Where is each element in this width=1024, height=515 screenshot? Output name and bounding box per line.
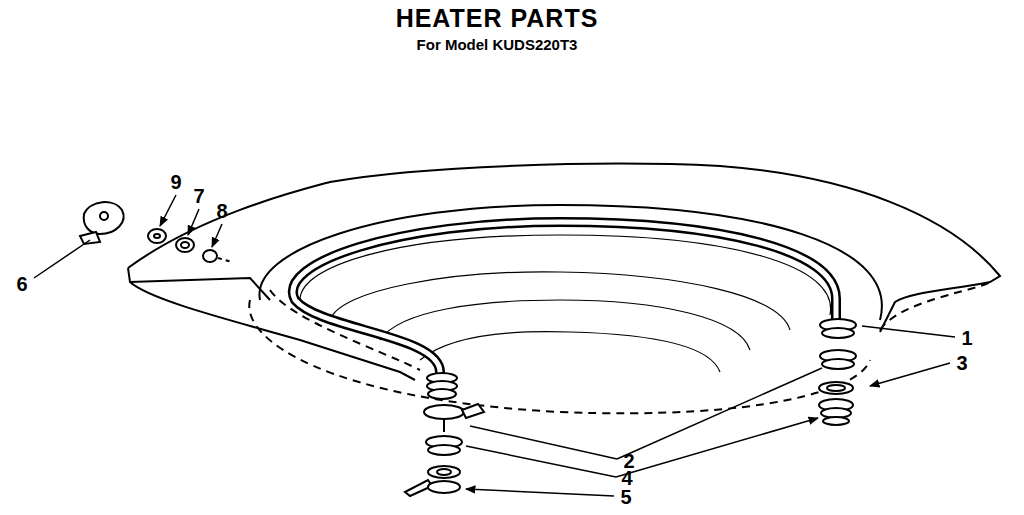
illustration-line — [822, 359, 854, 369]
illustration-line — [880, 282, 990, 330]
illustration-line — [428, 445, 460, 455]
illustration-line — [437, 469, 451, 475]
illustration-line — [870, 363, 950, 386]
illustration-line — [218, 258, 232, 262]
illustration-line — [203, 250, 217, 262]
callout-number: 8 — [216, 200, 227, 223]
illustration-line — [819, 319, 856, 425]
illustration-line — [424, 405, 464, 419]
illustration-line — [862, 326, 955, 337]
callout-number: 1 — [961, 327, 972, 350]
illustration-line — [428, 481, 460, 493]
illustration-line — [128, 164, 1000, 332]
model-subtitle: For Model KUDS220T3 — [417, 36, 578, 53]
illustration-line — [330, 272, 790, 330]
illustration-line — [160, 195, 176, 226]
illustration-line — [176, 238, 194, 252]
illustration-line — [428, 466, 460, 478]
illustration-line — [34, 240, 90, 278]
illustration-line — [80, 232, 100, 244]
illustration-line — [34, 164, 1000, 496]
illustration-line — [84, 202, 124, 234]
illustration-line — [188, 209, 199, 235]
illustration-line — [466, 446, 616, 477]
illustration-line — [128, 268, 415, 380]
illustration-line — [300, 235, 831, 315]
illustration-line — [380, 300, 750, 350]
illustration-line — [470, 426, 617, 459]
illustration-line — [249, 300, 870, 413]
callout-number: 7 — [193, 185, 204, 208]
illustration-line — [616, 418, 818, 477]
illustration-line — [823, 417, 849, 425]
illustration-line — [34, 195, 955, 496]
illustration-line — [405, 373, 484, 496]
illustration-line — [148, 229, 166, 243]
illustration-line — [462, 404, 484, 418]
illustration-line — [420, 332, 720, 372]
illustration-line — [428, 389, 456, 399]
illustration-line — [617, 368, 822, 459]
callout-number: 6 — [16, 273, 27, 296]
illustration-line — [293, 222, 836, 372]
illustration-line — [154, 234, 160, 238]
illustration-line — [80, 202, 124, 244]
illustration-line — [819, 382, 853, 394]
illustration-line — [822, 328, 854, 338]
illustration-line — [100, 212, 108, 220]
callout-number: 3 — [956, 352, 967, 375]
illustration-line — [466, 489, 614, 496]
illustration-line — [293, 222, 836, 372]
illustration-line — [827, 385, 845, 391]
illustration-line — [443, 420, 445, 432]
diagram-title: HEATER PARTS — [396, 4, 599, 33]
illustration-line — [130, 278, 270, 300]
callout-number: 5 — [620, 486, 631, 509]
illustration-line — [181, 242, 189, 248]
callout-number: 9 — [170, 171, 181, 194]
illustration-line — [212, 224, 222, 247]
illustration-line — [148, 229, 217, 262]
